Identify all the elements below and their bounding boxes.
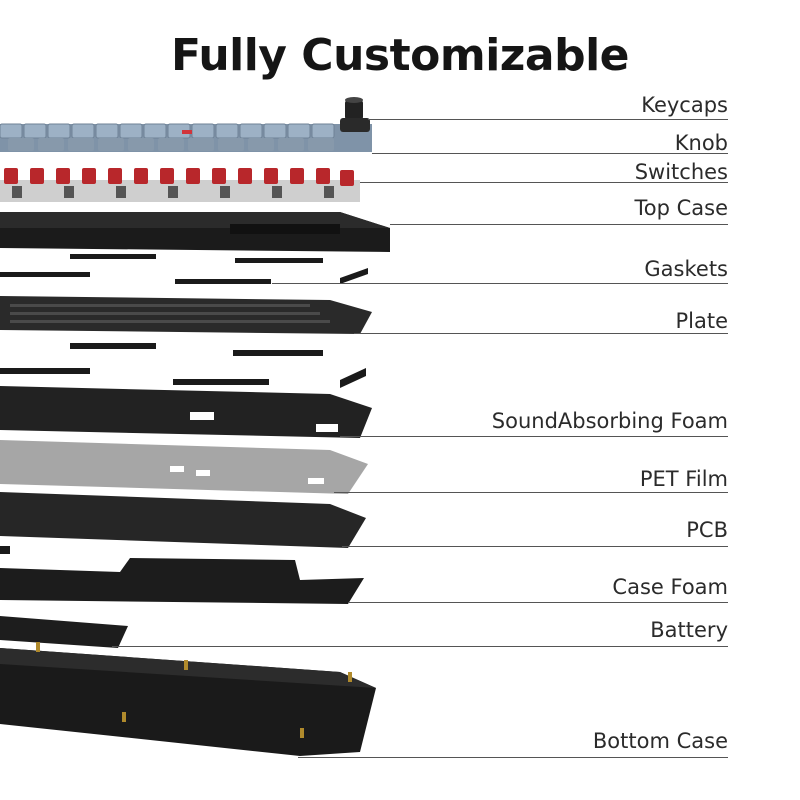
bottom-case-leader (298, 757, 728, 758)
layer-label-bottom-case: Bottom Case (592, 729, 728, 753)
sound-absorbing-foam-leader (340, 436, 728, 437)
sound-absorbing-foam-layer (0, 386, 372, 438)
case-foam-layer (0, 558, 364, 604)
plate-leader (354, 333, 728, 334)
keycaps-leader (368, 119, 728, 120)
case-foam-leader (348, 602, 728, 603)
pcb-leader (342, 546, 728, 547)
battery-leader (112, 646, 728, 647)
top-case-layer (0, 212, 390, 252)
battery-layer (0, 616, 128, 648)
keycaps-layer (0, 123, 372, 152)
layer-label-pcb: PCB (686, 518, 728, 542)
switches-leader (360, 182, 728, 183)
layer-label-switches: Switches (634, 160, 728, 184)
top-case-leader (390, 224, 728, 225)
page-title: Fully Customizable (170, 30, 630, 81)
layer-label-pet-film: PET Film (639, 467, 728, 491)
layer-label-gaskets: Gaskets (644, 257, 728, 281)
pet-film-layer (0, 440, 368, 494)
gaskets-layer (0, 254, 368, 284)
bottom-case-layer (0, 642, 376, 756)
layer-label-battery: Battery (650, 618, 728, 642)
switches-layer (0, 168, 360, 202)
plate-layer (0, 296, 372, 334)
layer-label-plate: Plate (675, 309, 728, 333)
layer-label-knob: Knob (674, 131, 728, 155)
layer-label-case-foam: Case Foam (612, 575, 728, 599)
layer-label-top-case: Top Case (634, 196, 728, 220)
gaskets-leader (272, 283, 728, 284)
pet-film-leader (334, 492, 728, 493)
layer-label-sound-absorbing-foam: SoundAbsorbing Foam (491, 409, 728, 433)
layer-label-keycaps: Keycaps (641, 93, 728, 117)
knob-icon (340, 97, 370, 132)
knob-leader (372, 153, 728, 154)
pcb-layer (0, 492, 366, 554)
